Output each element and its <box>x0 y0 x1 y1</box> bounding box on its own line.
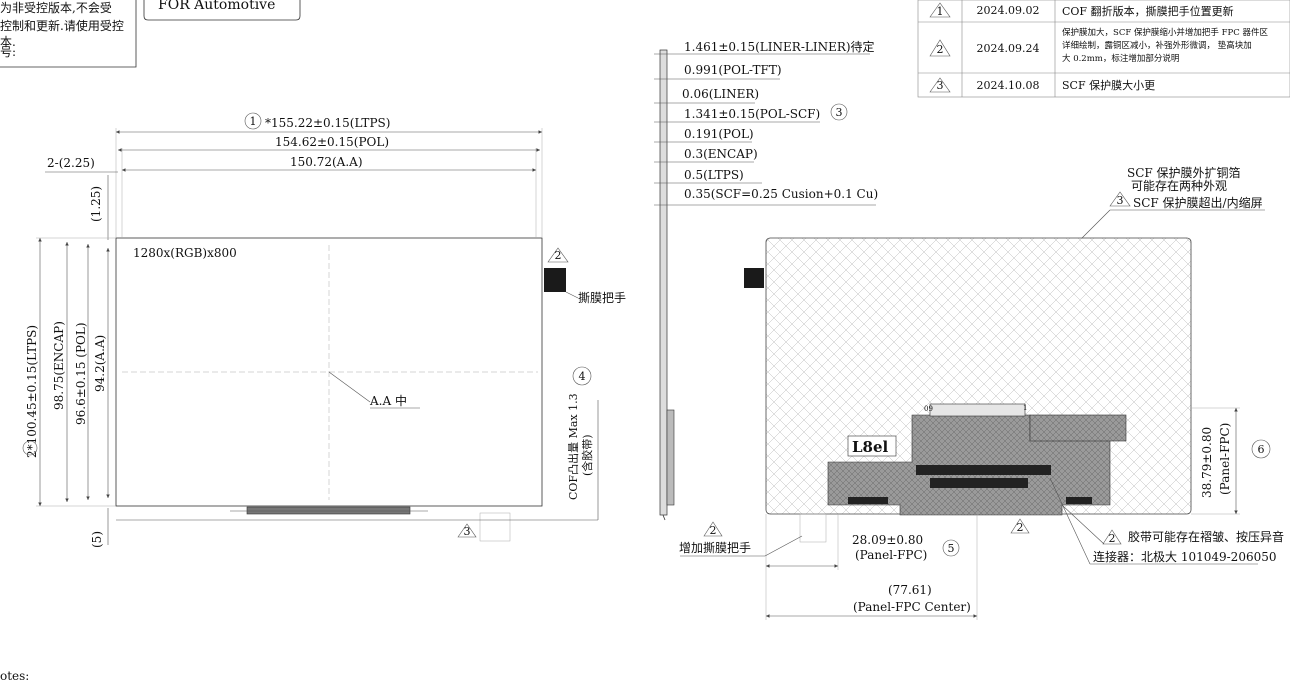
rev-date-3: 2024.10.08 <box>977 79 1040 92</box>
tape-note: 胶带可能存在褶皱、按压异音 <box>1128 529 1284 544</box>
back-view: 09 1 L8el SCF 保护膜外扩铜箔 可能存在两种外观 SCF 保护膜超出… <box>679 165 1284 620</box>
layer-2: 0.991(POL-TFT) <box>684 63 782 77</box>
rev-no-3: 3 <box>937 79 944 92</box>
scf-note-3: SCF 保护膜超出/内缩屏 <box>1133 195 1263 210</box>
dim-pol-width: 154.62±0.15(POL) <box>275 135 389 149</box>
rev-desc-2-line-2: 详细绘制，露铜区减小，补强外形微调， 垫高块加 <box>1062 40 1252 51</box>
dim-encap-height: 98.75(ENCAP) <box>52 321 66 410</box>
dim-pol-height: 96.6±0.15 (POL) <box>74 322 88 425</box>
callout-1-label: 1 <box>250 115 257 128</box>
dim-fpc-2: (77.61) <box>888 583 932 597</box>
note-box: 为非受控版本,不会受 控制和更新.请使用受控 本. 号: <box>0 0 137 68</box>
dim-fpc-2-sub: (Panel-FPC Center) <box>853 600 971 614</box>
rev-date-2: 2024.09.24 <box>977 42 1040 55</box>
cof-label-2: (含胶带) <box>580 434 594 476</box>
rev-date-1: 2024.09.02 <box>977 4 1040 17</box>
dim-aa-height: 94.2(A.A) <box>93 335 107 392</box>
callout-3-back: 3 <box>1117 194 1124 207</box>
dim-fpc-3: 38.79±0.80 <box>1200 427 1214 498</box>
dim-fpc-1-sub: (Panel-FPC) <box>855 548 927 562</box>
dim-ltps-width: *155.22±0.15(LTPS) <box>265 116 390 130</box>
revision-table: 1 2024.09.02 COF 翻折版本，撕膜把手位置更新 2 2024.09… <box>917 0 1290 98</box>
side-stack <box>659 49 668 516</box>
rev-no-1: 1 <box>937 5 944 18</box>
connector-socket-2 <box>930 478 1028 488</box>
layer-5: 0.191(POL) <box>684 127 754 141</box>
connector-note: 连接器：北极大 101049-206050 <box>1093 549 1277 564</box>
panel-outline <box>115 237 543 507</box>
cof-label-1: COF凸出量 Max 1.3 <box>566 393 580 500</box>
rev-desc-1: COF 翻折版本，撕膜把手位置更新 <box>1062 4 1234 18</box>
rev-desc-2-line-1: 保护膜加大，SCF 保护膜缩小并增加把手 FPC 器件区 <box>1062 27 1268 38</box>
dim-fpc-1: 28.09±0.80 <box>852 533 923 547</box>
dim-left-offset: 2-(2.25) <box>47 156 95 170</box>
peel-tab-label: 撕膜把手 <box>578 291 626 305</box>
layer-1: 1.461±0.15(LINER-LINER)待定 <box>684 39 875 54</box>
scf-note-2: 可能存在两种外观 <box>1131 179 1227 193</box>
note-line-3: 本. <box>0 35 16 49</box>
dim-top-gap: (1.25) <box>89 186 103 222</box>
callout-2b: 2 <box>1017 521 1024 534</box>
resolution-label: 1280x(RGB)x800 <box>133 246 237 260</box>
dim-aa-width: 150.72(A.A) <box>290 155 363 169</box>
rev-triangle-2 <box>929 39 951 57</box>
side-view: 1.461±0.15(LINER-LINER)待定 0.991(POL-TFT)… <box>654 39 878 521</box>
callout-1 <box>244 112 262 130</box>
rev-triangle-1 <box>929 2 951 18</box>
front-view: *155.22±0.15(LTPS) 154.62±0.15(POL) 150.… <box>22 112 626 548</box>
layer-3: 0.06(LINER) <box>682 87 759 101</box>
callout-4-label: 4 <box>579 370 586 383</box>
rev-triangle-3 <box>929 77 951 93</box>
stamp-label: FOR Automotive <box>158 0 275 13</box>
conn-pin-b: 1 <box>1023 404 1027 412</box>
dim-ltps-height: 2*100.45±0.15(LTPS) <box>25 325 39 458</box>
bottom-fpc <box>246 506 411 515</box>
chip-label: L8el <box>852 438 889 456</box>
conn-pin-a: 09 <box>924 405 933 413</box>
layer-4: 1.341±0.15(POL-SCF) <box>684 107 820 121</box>
dim-fpc-3-sub: (Panel-FPC) <box>1218 423 1232 495</box>
layer-7: 0.5(LTPS) <box>684 168 744 182</box>
callout-4 <box>572 366 592 386</box>
callout-6-label: 6 <box>1258 443 1265 456</box>
callout-5 <box>942 539 960 557</box>
note-line-1: 为非受控版本,不会受 <box>0 1 112 15</box>
layer-6: 0.3(ENCAP) <box>684 147 758 161</box>
callout-5-label: 5 <box>948 542 955 555</box>
layer-leaders <box>654 53 876 206</box>
callout-left <box>22 440 38 456</box>
add-tab-label: 增加撕膜把手 <box>679 541 751 555</box>
peel-tab <box>544 268 566 292</box>
rev-no-2: 2 <box>937 43 944 56</box>
rev-desc-3: SCF 保护膜大小更 <box>1062 78 1155 92</box>
automotive-stamp: FOR Automotive <box>143 0 301 21</box>
connector-socket-1 <box>916 465 1051 475</box>
callout-3-side <box>830 103 848 121</box>
dim-bottom-gap: (5) <box>90 531 104 548</box>
notes-label: otes: <box>0 669 29 681</box>
aa-center-label: A.A 中 <box>369 393 407 408</box>
connector <box>929 403 1026 417</box>
callout-6 <box>1251 439 1271 459</box>
chip <box>847 435 897 457</box>
note-line-4: 号: <box>0 45 16 59</box>
callout-2-tab: 2 <box>555 249 562 262</box>
callout-2a: 2 <box>710 524 717 537</box>
callout-3-front: 3 <box>464 525 471 538</box>
rev-desc-2-line-3: 大 0.2mm，标注增加部分说明 <box>1062 53 1179 64</box>
callout-3-side-label: 3 <box>836 106 843 119</box>
layer-8: 0.35(SCF=0.25 Cusion+0.1 Cu) <box>684 187 878 201</box>
callout-2c: 2 <box>1109 532 1116 545</box>
note-line-2: 控制和更新.请使用受控 <box>0 18 124 33</box>
scf-note-1: SCF 保护膜外扩铜箔 <box>1127 165 1241 180</box>
